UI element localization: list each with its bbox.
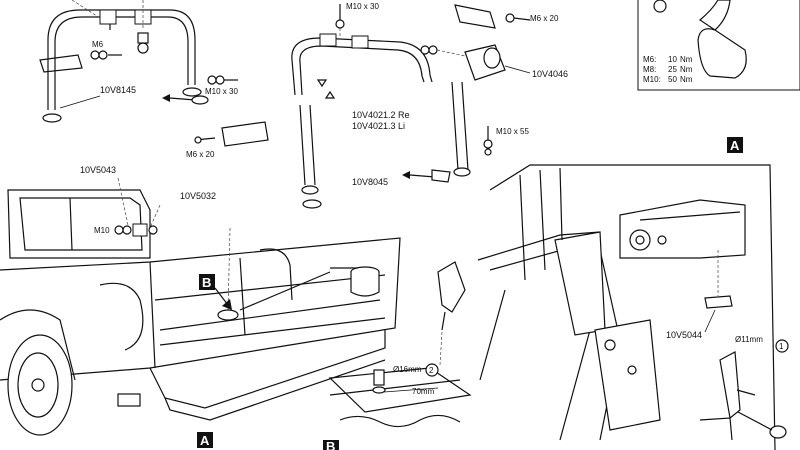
torque-value-m10: 50 xyxy=(668,75,677,84)
bolt-m10x55 xyxy=(483,126,493,156)
part-10V5032-label: 10V5032 xyxy=(180,191,216,201)
badge-b-bottom xyxy=(323,440,339,450)
paint-can xyxy=(330,266,380,297)
bracket-left xyxy=(194,121,269,147)
part-10V8045-label: 10V8045 xyxy=(352,177,388,187)
bolt-m10x30-top-label: M10 x 30 xyxy=(346,2,379,11)
bolt-m6-left-label: M6 xyxy=(92,40,104,49)
left-roll-bar xyxy=(39,9,202,123)
torque-table: M6: 10 Nm M8: 25 Nm M10: 50 Nm xyxy=(643,55,693,84)
detail-view xyxy=(477,164,787,450)
badge-a-top-label: A xyxy=(730,138,740,153)
torque-value-m6: 10 xyxy=(668,55,677,64)
torque-panel xyxy=(637,0,800,91)
badge-b-truck-label: B xyxy=(202,275,211,290)
torque-size-m10: M10: xyxy=(643,75,661,84)
badge-a-bottom-label: A xyxy=(200,433,210,448)
main-roll-bar xyxy=(291,33,471,209)
bracket-top-right xyxy=(454,4,531,29)
torque-size-m6: M6: xyxy=(643,55,656,64)
bolt-m6x20-top-label: M6 x 20 xyxy=(530,14,559,23)
part-10V4046-label: 10V4046 xyxy=(532,69,568,79)
badge-a-top xyxy=(727,137,743,153)
torque-unit-m6: Nm xyxy=(680,55,693,64)
pickup-truck xyxy=(0,189,401,436)
spacer-plate xyxy=(328,367,472,428)
clamp-10V4046 xyxy=(420,44,506,81)
bolt-m10x30-top xyxy=(335,4,345,38)
step-1-label: 1 xyxy=(779,342,784,351)
badge-b-bottom-label: B xyxy=(326,439,335,450)
part-10V8145-label: 10V8145 xyxy=(100,85,136,95)
drill xyxy=(437,261,466,366)
dim-70mm-label: 70mm xyxy=(412,387,435,396)
step-1-circle xyxy=(775,339,789,353)
bolt-m10x55-label: M10 x 55 xyxy=(496,127,529,136)
bolt-m10-left-label: M10 xyxy=(94,226,110,235)
bolt-m10x30-left-label: M10 x 30 xyxy=(205,87,238,96)
badge-a-bottom xyxy=(197,432,213,448)
part-10V5044-label: 10V5044 xyxy=(666,330,702,340)
bolt-m10x30-left xyxy=(207,75,238,85)
bolt-m10-left xyxy=(114,223,158,237)
torque-unit-m8: Nm xyxy=(680,65,693,74)
torque-value-m8: 25 xyxy=(668,65,677,74)
part-10V4021-re-label: 10V4021.2 Re xyxy=(352,110,410,120)
torque-unit-m10: Nm xyxy=(680,75,693,84)
part-10V4021-li-label: 10V4021.3 Li xyxy=(352,121,405,131)
step-2-circle xyxy=(425,363,439,377)
dim-16mm-label: Ø16mm xyxy=(393,365,422,374)
bolt-m6x20-left-label: M6 x 20 xyxy=(186,150,215,159)
part-10V5043-label: 10V5043 xyxy=(80,165,116,175)
dim-11mm-label: Ø11mm xyxy=(735,335,763,344)
step-2-label: 2 xyxy=(429,366,434,375)
badge-b-truck xyxy=(199,274,215,290)
bolt-m6-left xyxy=(90,50,122,60)
torque-size-m8: M8: xyxy=(643,65,656,74)
